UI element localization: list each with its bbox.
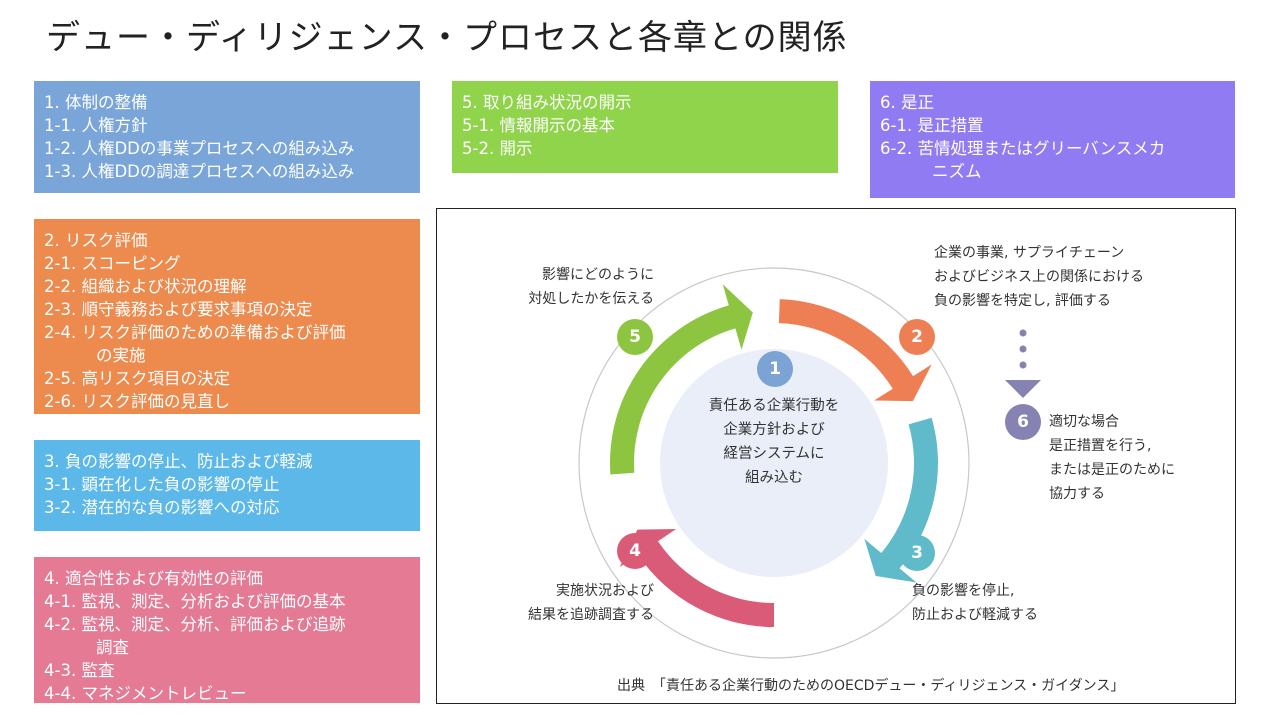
- chapter-4-item-continued: 調査: [96, 638, 129, 657]
- step-1-badge: 1: [757, 351, 793, 387]
- step-3-line: 負の影響を停止,: [912, 583, 1015, 599]
- chapter-2-item: 2-5. 高リスク項目の決定: [44, 369, 230, 388]
- chapter-2-item: 2-3. 順守義務および要求事項の決定: [44, 300, 313, 319]
- arrow-step-3: [864, 417, 938, 583]
- chapter-6-item: 6-2. 苦情処理またはグリーバンスメカ: [880, 139, 1166, 158]
- chapter-box-6: 6. 是正 6-1. 是正措置 6-2. 苦情処理またはグリーバンスメカ ニズム: [870, 81, 1235, 198]
- step-1-label: 責任ある企業行動を 企業方針および 経営システムに 組み込む: [674, 394, 874, 490]
- step-2-badge: 2: [899, 319, 935, 355]
- source-citation: 出典 「責任ある企業行動のためのOECDデュー・ディリジェンス・ガイダンス」: [617, 678, 1125, 694]
- step-1-line: 経営システムに: [723, 446, 825, 462]
- chapter-3-item: 3-2. 潜在的な負の影響への対応: [44, 498, 280, 517]
- step-6-badge: 6: [1005, 404, 1041, 440]
- chapter-1-item: 1-1. 人権方針: [44, 116, 148, 135]
- chapter-box-3: 3. 負の影響の停止、防止および軽減 3-1. 顕在化した負の影響の停止 3-2…: [34, 440, 420, 531]
- step-4-label: 実施状況および 結果を追跡調査する: [497, 579, 654, 627]
- step-1-line: 企業方針および: [723, 422, 825, 438]
- step-5-badge: 5: [617, 319, 653, 355]
- chapter-4-item: 4-2. 監視、測定、分析、評価および追跡: [44, 615, 346, 634]
- chapter-3-heading: 3. 負の影響の停止、防止および軽減: [44, 452, 313, 471]
- chapter-box-5: 5. 取り組み状況の開示 5-1. 情報開示の基本 5-2. 開示: [452, 81, 838, 173]
- arrow-step-5: [610, 284, 753, 475]
- chapter-6-heading: 6. 是正: [880, 93, 934, 112]
- step-2-line: 負の影響を特定し, 評価する: [934, 293, 1111, 309]
- step-1-line: 組み込む: [745, 470, 803, 486]
- step-6-line: 適切な場合: [1049, 414, 1119, 430]
- connector-dot: [1019, 345, 1027, 353]
- connector-dot: [1019, 329, 1027, 337]
- chapter-1-heading: 1. 体制の整備: [44, 93, 148, 112]
- step-3-line: 防止および軽減する: [912, 607, 1038, 623]
- outer-ring: [578, 267, 970, 659]
- step-3-badge: 3: [899, 535, 935, 571]
- step-5-line: 影響にどのように: [542, 267, 654, 283]
- step-4-badge: 4: [617, 533, 653, 569]
- center-disk: [660, 349, 888, 577]
- step-2-line: 企業の事業, サプライチェーン: [934, 245, 1125, 261]
- chapter-6-item: 6-1. 是正措置: [880, 116, 984, 135]
- chapter-box-4: 4. 適合性および有効性の評価 4-1. 監視、測定、分析および評価の基本 4-…: [34, 557, 420, 703]
- chapter-box-1: 1. 体制の整備 1-1. 人権方針 1-2. 人権DDの事業プロセスへの組み込…: [34, 81, 420, 193]
- chapter-1-item: 1-2. 人権DDの事業プロセスへの組み込み: [44, 139, 355, 158]
- step-4-line: 結果を追跡調査する: [528, 607, 654, 623]
- dd-process-diagram: 1 責任ある企業行動を 企業方針および 経営システムに 組み込む 2 3 4 5…: [436, 208, 1236, 704]
- chapter-6-item-continued: ニズム: [932, 162, 982, 181]
- arrow-step-2: [778, 299, 932, 402]
- step-1-line: 責任ある企業行動を: [708, 398, 840, 414]
- chapter-2-item: 2-2. 組織および状況の理解: [44, 277, 247, 296]
- chapter-5-heading: 5. 取り組み状況の開示: [462, 93, 632, 112]
- down-arrow-icon: [1005, 380, 1041, 398]
- step-6-line: または是正のために: [1049, 462, 1175, 478]
- chapter-2-heading: 2. リスク評価: [44, 231, 148, 250]
- chapter-2-item-continued: の実施: [96, 346, 146, 365]
- chapter-4-item: 4-4. マネジメントレビュー: [44, 684, 247, 703]
- connector-dot: [1019, 361, 1027, 369]
- chapter-4-item: 4-3. 監査: [44, 661, 115, 680]
- step-6-line: 協力する: [1049, 486, 1105, 502]
- step-2-label: 企業の事業, サプライチェーン およびビジネス上の関係における 負の影響を特定し…: [934, 241, 1144, 313]
- step-3-label: 負の影響を停止, 防止および軽減する: [912, 579, 1038, 627]
- step-6-line: 是正措置を行う,: [1049, 438, 1152, 454]
- chapter-5-item: 5-1. 情報開示の基本: [462, 116, 615, 135]
- chapter-4-item: 4-1. 監視、測定、分析および評価の基本: [44, 592, 346, 611]
- chapter-1-item: 1-3. 人権DDの調達プロセスへの組み込み: [44, 162, 355, 181]
- chapter-4-heading: 4. 適合性および有効性の評価: [44, 569, 263, 588]
- step-5-line: 対処したかを伝える: [528, 291, 654, 307]
- step-5-label: 影響にどのように 対処したかを伝える: [497, 263, 654, 311]
- chapter-2-item: 2-4. リスク評価のための準備および評価: [44, 323, 346, 342]
- chapter-box-2: 2. リスク評価 2-1. スコーピング 2-2. 組織および状況の理解 2-3…: [34, 219, 420, 414]
- step-4-line: 実施状況および: [556, 583, 654, 599]
- chapter-2-item: 2-1. スコーピング: [44, 254, 181, 273]
- chapter-2-item: 2-6. リスク評価の見直し: [44, 392, 230, 411]
- page-title: デュー・ディリジェンス・プロセスと各章との関係: [46, 18, 848, 58]
- chapter-5-item: 5-2. 開示: [462, 139, 533, 158]
- arrow-step-4: [619, 528, 774, 627]
- chapter-3-item: 3-1. 顕在化した負の影響の停止: [44, 475, 280, 494]
- cycle-graphic: [578, 267, 1041, 659]
- step-6-label: 適切な場合 是正措置を行う, または是正のために 協力する: [1049, 410, 1175, 506]
- step-2-line: およびビジネス上の関係における: [934, 269, 1144, 285]
